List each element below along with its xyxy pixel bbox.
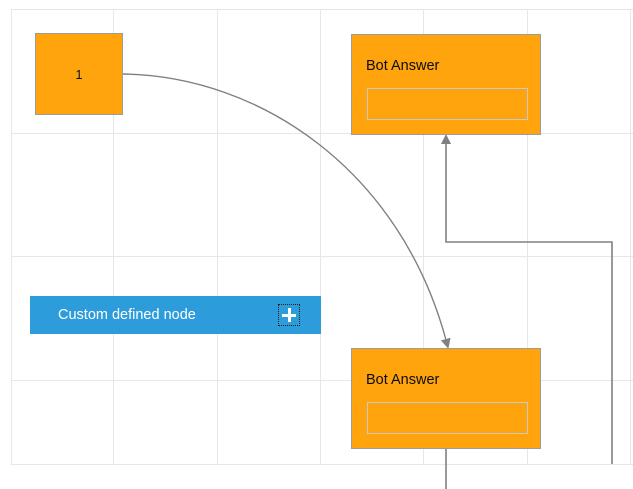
node-answer-slot[interactable] (367, 88, 528, 120)
plus-icon-vertical-bar (287, 308, 291, 322)
node-answer-slot[interactable] (367, 402, 528, 434)
node-bot-answer-bottom[interactable]: Bot Answer (351, 348, 541, 449)
node-bot-answer-top[interactable]: Bot Answer (351, 34, 541, 135)
node-index-label: 1 (75, 66, 83, 82)
custom-defined-node-label: Custom defined node (58, 306, 196, 323)
plus-icon[interactable] (278, 304, 300, 326)
node-title: Bot Answer (366, 372, 440, 388)
custom-defined-node-bar[interactable]: Custom defined node (30, 296, 321, 334)
node-square-1[interactable]: 1 (35, 33, 123, 115)
node-title: Bot Answer (366, 58, 440, 74)
